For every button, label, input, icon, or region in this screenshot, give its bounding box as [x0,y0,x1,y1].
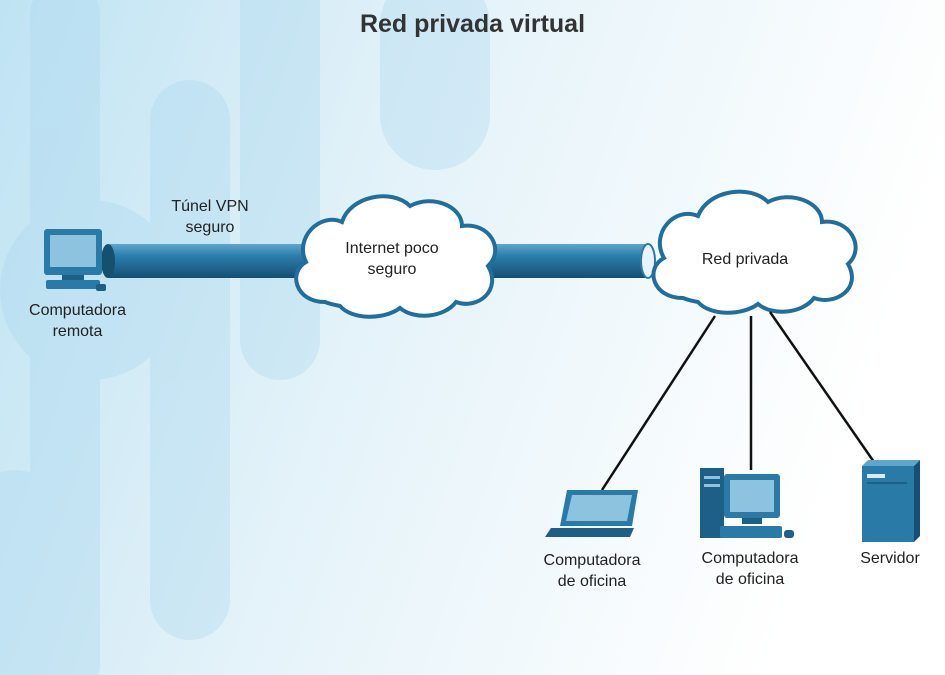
private-network-cloud-icon [651,189,858,315]
office-desktop-label-line1: Computadora [701,550,799,567]
server-label-line1: Servidor [860,550,920,567]
tunnel-label-line2: seguro [185,219,235,236]
remote-computer-label: Computadora remota [10,300,145,342]
remote-computer-label-line2: remota [52,323,103,340]
internet-cloud-icon [294,194,498,319]
internet-cloud-label: Internet poco seguro [332,238,452,280]
server-icon [862,460,920,542]
link-laptop [600,315,717,491]
tunnel-label: Túnel VPN seguro [150,196,270,238]
internet-cloud-label-line1: Internet poco [345,240,439,257]
remote-computer-icon [44,229,106,291]
internet-cloud-label-line2: seguro [367,261,417,278]
remote-computer-label-line1: Computadora [29,302,126,319]
office-laptop-icon [545,490,638,537]
office-desktop-label: Computadora de oficina [680,548,820,590]
office-desktop-label-line2: de oficina [715,571,785,588]
office-laptop-label-line2: de oficina [557,573,627,590]
diagram-title: Red privada virtual [359,10,586,38]
office-desktop-icon [700,468,794,538]
office-laptop-label: Computadora de oficina [522,550,662,592]
lan-links [600,311,876,491]
link-server [768,311,876,463]
office-laptop-label-line1: Computadora [543,552,641,569]
private-cloud-label-line1: Red privada [701,251,789,268]
private-cloud-label: Red privada [685,249,805,270]
server-label: Servidor [840,548,940,569]
tunnel-label-line1: Túnel VPN [171,198,249,215]
